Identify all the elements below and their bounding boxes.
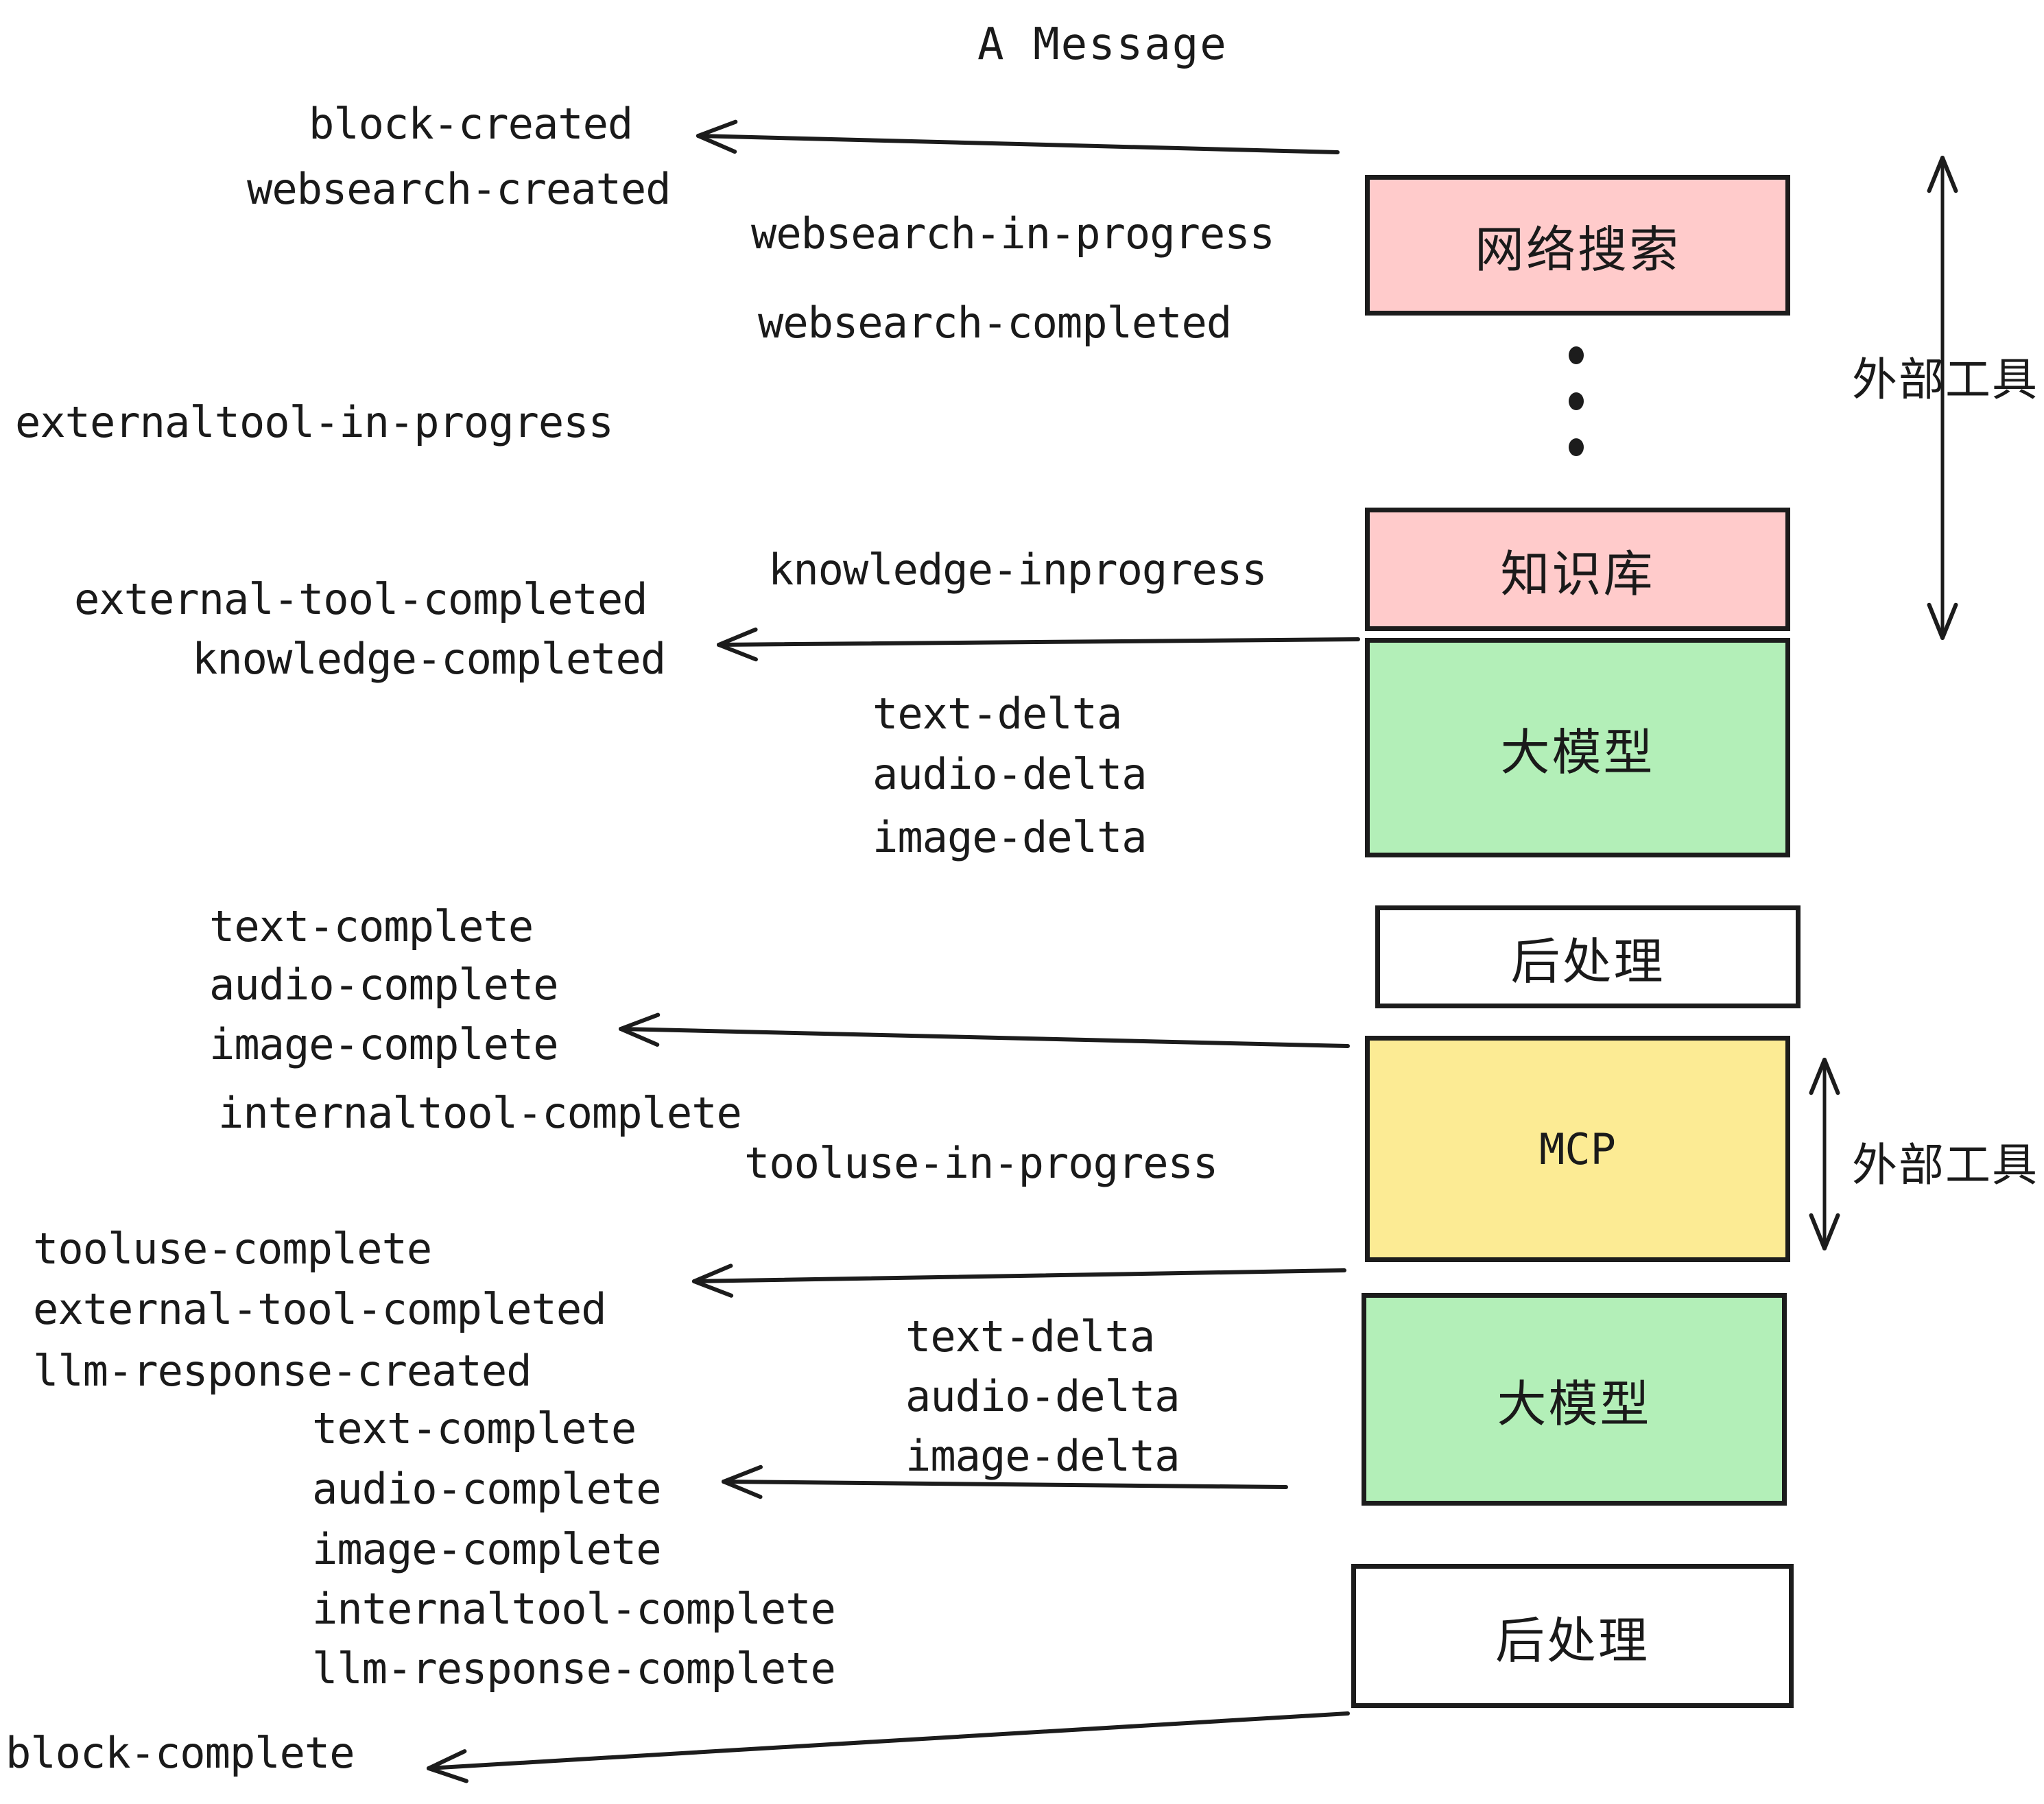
node-label: 知识库 bbox=[1500, 545, 1655, 603]
event-label-external-tool-completed-2: external-tool-completed bbox=[33, 1284, 607, 1334]
node-label: 大模型 bbox=[1500, 723, 1655, 781]
arrow-line-arrow-tooluse-complete bbox=[692, 1268, 1346, 1283]
event-label-websearch-in-progress: websearch-in-progress bbox=[751, 209, 1275, 259]
side-label-external-tools-top: 外部工具 bbox=[1852, 353, 2039, 406]
node-label: 网络搜索 bbox=[1474, 221, 1680, 278]
arrow-line-arrow-knowledge-completed bbox=[717, 637, 1360, 647]
double-arrow-head-down-external-tools-arrow-bottom-barb-0 bbox=[1809, 1213, 1827, 1250]
event-label-external-tool-completed-1: external-tool-completed bbox=[74, 574, 648, 624]
event-label-text-complete-2: text-complete bbox=[312, 1403, 637, 1453]
arrow-head-arrow-knowledge-completed-barb-0 bbox=[717, 627, 758, 647]
node-knowledge: 知识库 bbox=[1365, 508, 1790, 631]
event-label-audio-complete-1: audio-complete bbox=[209, 960, 559, 1010]
arrow-head-arrow-block-complete-barb-0 bbox=[427, 1749, 467, 1770]
event-label-llm-response-created: llm-response-created bbox=[33, 1346, 532, 1396]
event-label-websearch-completed: websearch-completed bbox=[758, 298, 1232, 348]
ellipsis-dots bbox=[1566, 346, 1587, 456]
arrow-head-arrow-tooluse-complete-barb-0 bbox=[692, 1263, 733, 1283]
event-label-knowledge-completed: knowledge-completed bbox=[192, 634, 666, 684]
arrow-line-arrow-audio-complete bbox=[722, 1480, 1288, 1489]
event-label-externaltool-in-progress: externaltool-in-progress bbox=[15, 397, 614, 447]
arrow-head-arrow-image-complete-barb-0 bbox=[619, 1012, 661, 1031]
event-label-tooluse-in-progress: tooluse-in-progress bbox=[744, 1138, 1218, 1188]
double-arrow-head-down-external-tools-arrow-top-barb-1 bbox=[1940, 602, 1958, 640]
arrow-head-arrow-audio-complete-barb-1 bbox=[722, 1480, 763, 1499]
event-label-text-delta-1: text-delta bbox=[872, 689, 1122, 739]
arrow-head-arrow-block-created-barb-0 bbox=[696, 119, 738, 138]
arrow-head-arrow-audio-complete-barb-0 bbox=[722, 1464, 763, 1484]
node-postprocess-2: 后处理 bbox=[1351, 1564, 1794, 1708]
node-postprocess-1: 后处理 bbox=[1375, 905, 1801, 1008]
node-label: 后处理 bbox=[1495, 1611, 1650, 1670]
event-label-audio-delta-1: audio-delta bbox=[872, 749, 1148, 799]
event-label-block-created: block-created bbox=[309, 99, 633, 149]
event-label-internaltool-complete-2: internaltool-complete bbox=[312, 1584, 836, 1634]
arrow-head-arrow-knowledge-completed-barb-1 bbox=[717, 643, 758, 662]
event-label-audio-complete-2: audio-complete bbox=[312, 1464, 662, 1514]
node-label: 后处理 bbox=[1510, 932, 1665, 990]
arrow-line-arrow-image-complete bbox=[619, 1027, 1350, 1048]
arrow-head-arrow-tooluse-complete-barb-1 bbox=[692, 1279, 734, 1298]
side-label-external-tools-bottom: 外部工具 bbox=[1852, 1139, 2039, 1191]
arrow-line-arrow-block-complete bbox=[427, 1711, 1350, 1770]
event-label-image-delta-1: image-delta bbox=[872, 812, 1148, 862]
node-llm-1: 大模型 bbox=[1365, 638, 1790, 857]
event-label-text-complete-1: text-complete bbox=[209, 901, 534, 951]
ellipsis-dot bbox=[1569, 392, 1584, 410]
ellipsis-dot bbox=[1569, 346, 1584, 364]
event-label-llm-response-complete: llm-response-complete bbox=[312, 1643, 836, 1694]
double-arrow-head-up-external-tools-arrow-bottom-barb-1 bbox=[1809, 1058, 1827, 1095]
event-label-image-delta-2: image-delta bbox=[905, 1431, 1180, 1481]
double-arrow-head-up-external-tools-arrow-bottom-barb-0 bbox=[1822, 1058, 1840, 1095]
event-label-audio-delta-2: audio-delta bbox=[905, 1371, 1180, 1421]
arrow-head-arrow-image-complete-barb-1 bbox=[619, 1027, 660, 1047]
page-title: A Message bbox=[977, 19, 1228, 70]
arrow-head-arrow-block-complete-barb-1 bbox=[427, 1766, 468, 1783]
node-label: 大模型 bbox=[1497, 1375, 1652, 1433]
event-label-internaltool-complete-1: internaltool-complete bbox=[218, 1088, 742, 1138]
event-label-text-delta-2: text-delta bbox=[905, 1312, 1155, 1362]
node-llm-2: 大模型 bbox=[1362, 1293, 1787, 1506]
event-label-image-complete-2: image-complete bbox=[312, 1524, 662, 1574]
double-arrow-head-up-external-tools-arrow-top-barb-1 bbox=[1927, 156, 1945, 193]
arrow-head-arrow-block-created-barb-1 bbox=[696, 134, 737, 154]
ellipsis-dot bbox=[1569, 438, 1584, 456]
event-label-image-complete-1: image-complete bbox=[209, 1019, 559, 1069]
node-label: MCP bbox=[1539, 1124, 1616, 1174]
double-arrow-head-down-external-tools-arrow-top-barb-0 bbox=[1927, 602, 1945, 640]
event-label-websearch-created: websearch-created bbox=[247, 164, 672, 214]
node-websearch: 网络搜索 bbox=[1365, 175, 1790, 316]
event-label-knowledge-inprogress: knowledge-inprogress bbox=[768, 545, 1268, 595]
double-arrow-head-down-external-tools-arrow-bottom-barb-1 bbox=[1822, 1213, 1840, 1250]
event-label-tooluse-complete: tooluse-complete bbox=[33, 1224, 432, 1274]
event-label-block-complete: block-complete bbox=[5, 1728, 355, 1778]
double-arrow-head-up-external-tools-arrow-top-barb-0 bbox=[1940, 156, 1958, 193]
arrow-line-arrow-block-created bbox=[696, 134, 1340, 154]
node-mcp: MCP bbox=[1365, 1036, 1790, 1262]
